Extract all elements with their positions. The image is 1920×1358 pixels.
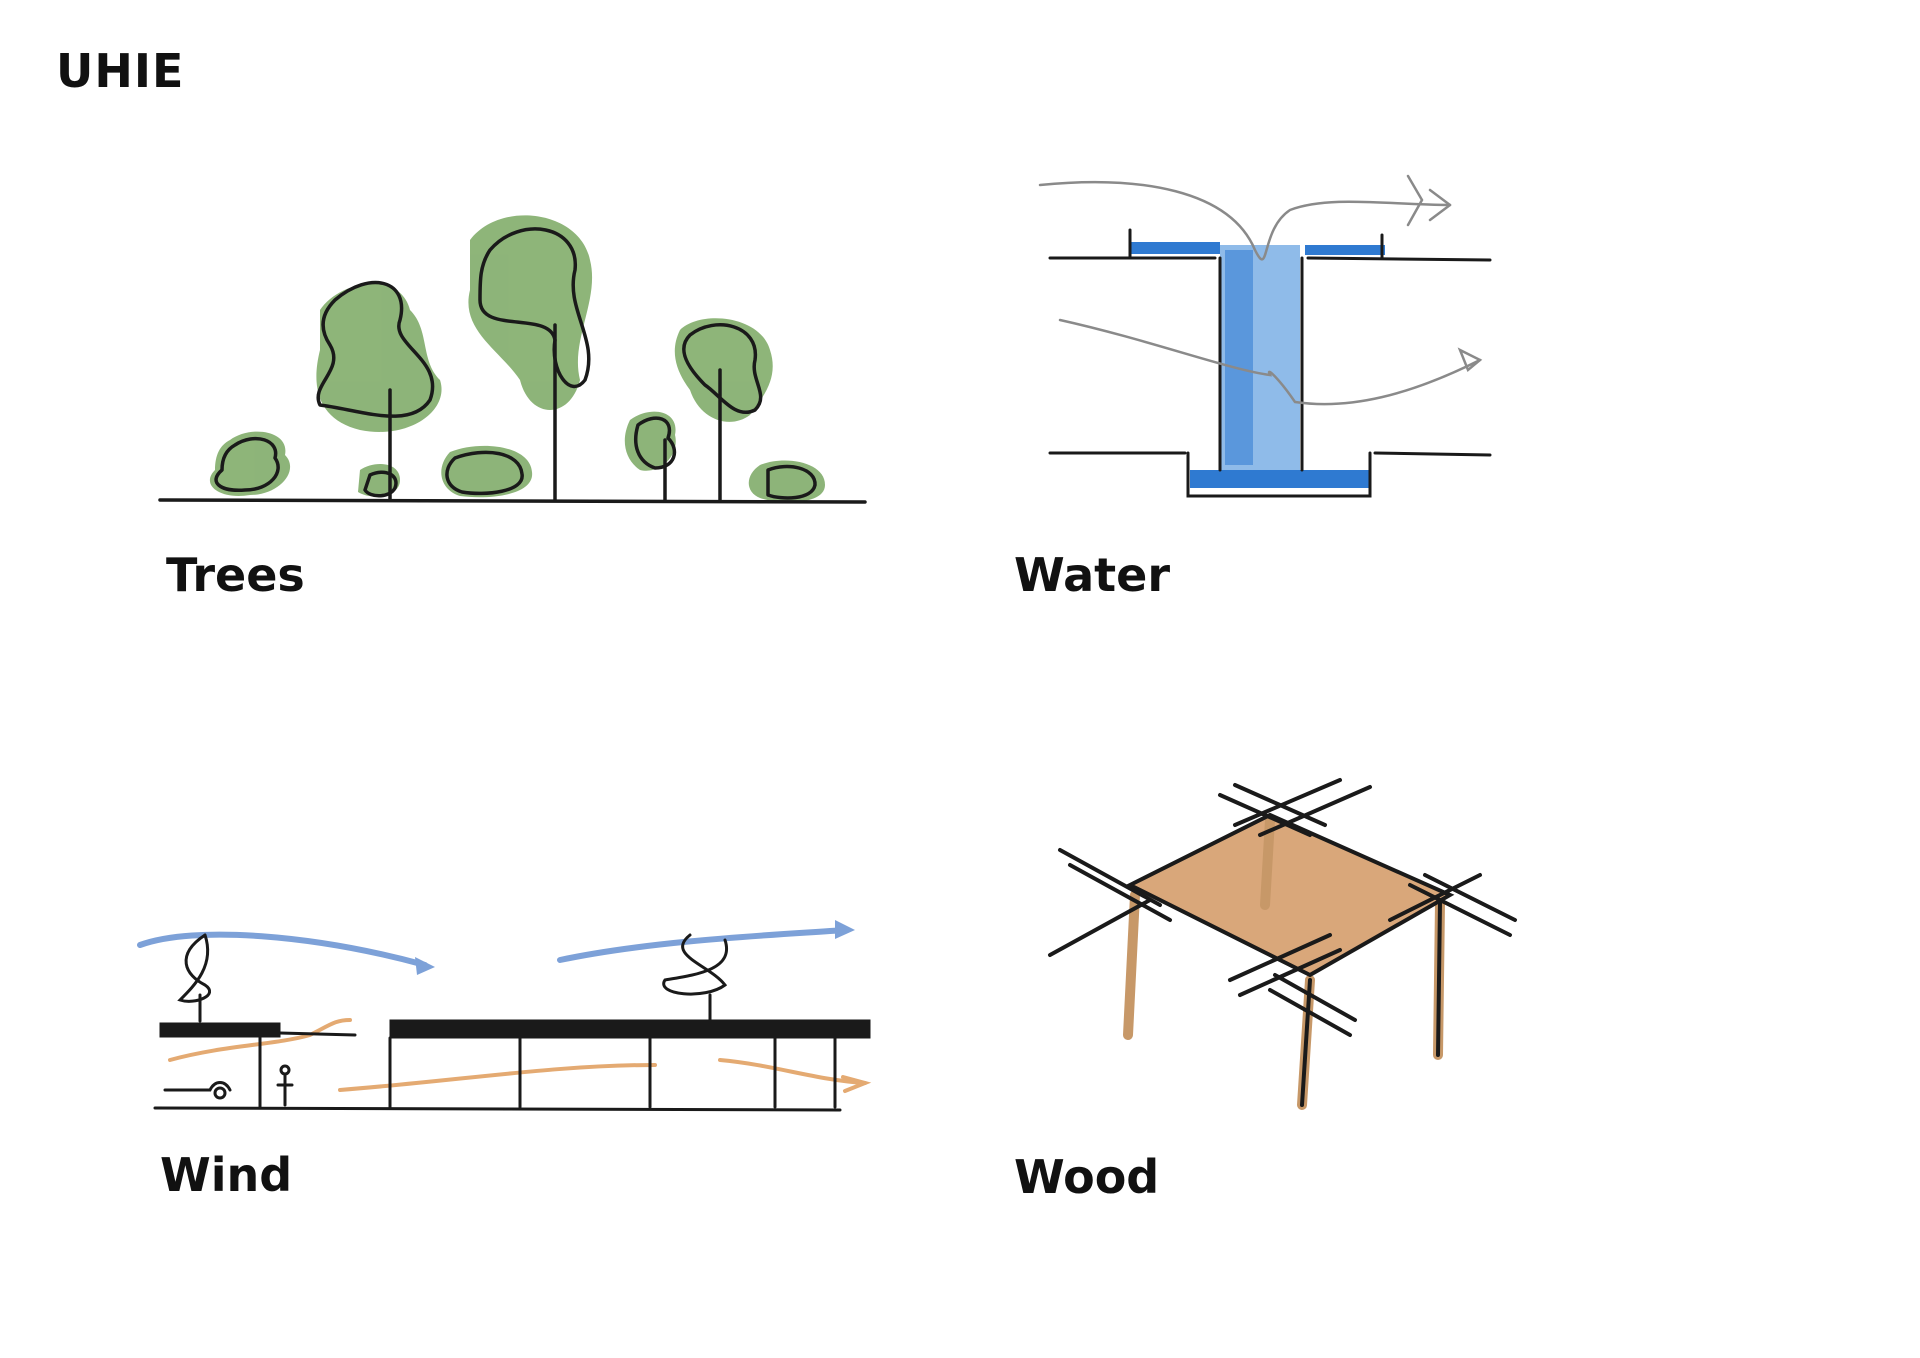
wood-label: Wood: [1014, 1150, 1160, 1204]
wind-label: Wind: [160, 1148, 293, 1202]
wind-sketch-icon: [137, 920, 872, 1112]
trees-label: Trees: [166, 548, 305, 602]
wood-pergola-sketch-icon: [1048, 778, 1517, 1110]
water-sketch-icon: [1038, 174, 1492, 498]
trees-sketch-icon: [158, 215, 867, 504]
page-title: UHIE: [56, 44, 185, 98]
water-label: Water: [1014, 548, 1171, 602]
